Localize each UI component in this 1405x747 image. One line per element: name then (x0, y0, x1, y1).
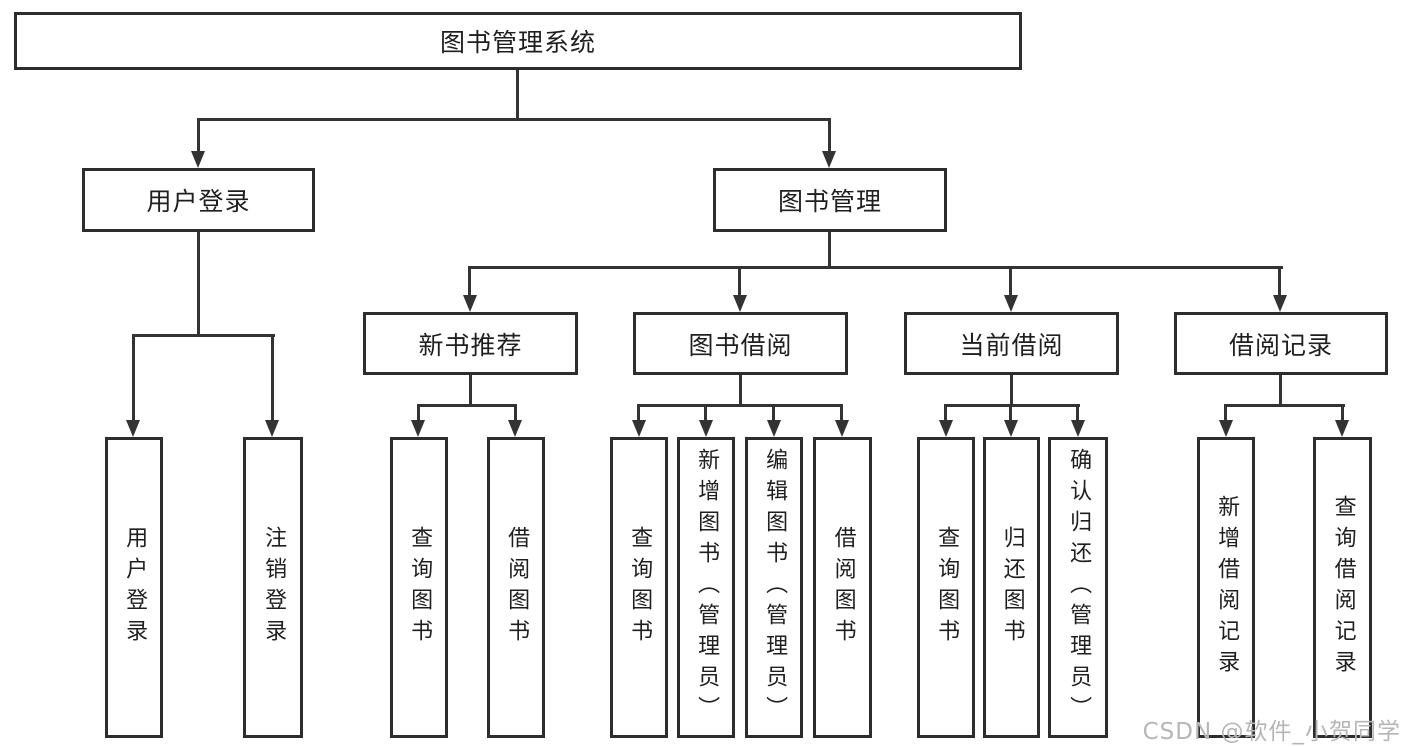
leaf-records-add-record: 新增借阅记录 (1197, 437, 1255, 738)
arrow-down-icon (1004, 420, 1018, 437)
arrow-down-icon (767, 420, 781, 437)
node-current-borrowing-label: 当前借阅 (959, 330, 1064, 360)
leaf-borrow-add-books-admin: 新增图书（管理员） (677, 437, 735, 738)
leaf-current-query-books: 查询图书 (917, 437, 975, 738)
arrow-down-icon (1273, 295, 1287, 312)
arrow-down-icon (1071, 420, 1085, 437)
connector-line (1009, 266, 1012, 298)
connector-line (132, 334, 135, 421)
node-current-borrowing: 当前借阅 (904, 312, 1119, 375)
arrow-down-icon (699, 420, 713, 437)
connector-line (417, 404, 420, 421)
connector-line (417, 404, 517, 407)
leaf-borrow-query-books: 查询图书 (610, 437, 668, 738)
connector-line (772, 404, 775, 421)
connector-line (468, 266, 471, 298)
leaf-borrow-query-books-label: 查询图书 (627, 525, 653, 650)
leaf-recommend-borrow-books: 借阅图书 (487, 437, 545, 738)
leaf-logout-label: 注销登录 (261, 525, 287, 650)
arrow-down-icon (835, 420, 849, 437)
node-book-management-label: 图书管理 (777, 187, 882, 216)
connector-line (840, 404, 843, 421)
connector-line (197, 118, 831, 121)
leaf-records-add-record-label: 新增借阅记录 (1214, 494, 1240, 681)
connector-line (271, 334, 274, 421)
arrow-down-icon (508, 420, 522, 437)
leaf-borrow-borrow-books-label: 借阅图书 (830, 525, 856, 650)
node-borrowing-records-label: 借阅记录 (1228, 330, 1333, 360)
node-user-login: 用户登录 (82, 168, 315, 232)
leaf-borrow-edit-books-admin-label: 编辑图书（管理员） (762, 448, 788, 727)
connector-line (1224, 404, 1227, 421)
node-book-borrowing-label: 图书借阅 (688, 330, 793, 360)
connector-line (468, 266, 1283, 269)
arrow-down-icon (411, 420, 425, 437)
leaf-records-query-record: 查询借阅记录 (1313, 437, 1372, 738)
connector-line (197, 232, 200, 336)
connector-line (1010, 375, 1013, 406)
connector-line (704, 404, 707, 421)
watermark: CSDN @软件_小贺同学 (1142, 719, 1401, 745)
connector-line (514, 404, 517, 421)
connector-line (637, 404, 640, 421)
node-root: 图书管理系统 (14, 12, 1022, 70)
node-borrowing-records: 借阅记录 (1174, 312, 1388, 375)
node-user-login-label: 用户登录 (146, 187, 251, 216)
leaf-recommend-query-books: 查询图书 (390, 437, 448, 738)
leaf-user-login: 用户登录 (105, 437, 163, 738)
leaf-borrow-edit-books-admin: 编辑图书（管理员） (745, 437, 803, 738)
leaf-current-confirm-return-admin-label: 确认归还（管理员） (1066, 448, 1092, 727)
node-book-management: 图书管理 (713, 168, 947, 232)
connector-line (739, 375, 742, 406)
node-new-book-recommendation: 新书推荐 (363, 312, 578, 375)
leaf-records-query-record-label: 查询借阅记录 (1330, 494, 1356, 681)
leaf-current-query-books-label: 查询图书 (934, 525, 960, 650)
leaf-logout: 注销登录 (243, 437, 303, 738)
arrow-down-icon (191, 151, 205, 168)
connector-line (1278, 266, 1281, 298)
arrow-down-icon (733, 295, 747, 312)
connector-line (944, 404, 947, 421)
connector-line (516, 70, 519, 118)
connector-line (197, 118, 200, 152)
connector-line (1279, 375, 1282, 406)
connector-line (132, 334, 275, 337)
arrow-down-icon (463, 295, 477, 312)
connector-line (1224, 404, 1345, 407)
connector-line (1076, 404, 1079, 421)
arrow-down-icon (822, 151, 836, 168)
arrow-down-icon (939, 420, 953, 437)
arrow-down-icon (126, 420, 140, 437)
leaf-current-return-books: 归还图书 (983, 437, 1040, 738)
arrow-down-icon (1335, 420, 1349, 437)
arrow-down-icon (1219, 420, 1233, 437)
connector-line (1341, 404, 1344, 421)
leaf-borrow-add-books-admin-label: 新增图书（管理员） (694, 448, 720, 727)
connector-line (828, 118, 831, 152)
leaf-current-confirm-return-admin: 确认归还（管理员） (1048, 437, 1108, 738)
node-root-label: 图书管理系统 (439, 28, 596, 57)
leaf-recommend-borrow-books-label: 借阅图书 (504, 525, 530, 650)
node-new-book-recommendation-label: 新书推荐 (418, 330, 523, 360)
node-book-borrowing: 图书借阅 (633, 312, 848, 375)
connector-line (738, 266, 741, 298)
leaf-borrow-borrow-books: 借阅图书 (813, 437, 872, 738)
arrow-down-icon (632, 420, 646, 437)
connector-line (469, 375, 472, 406)
leaf-current-return-books-label: 归还图书 (999, 525, 1025, 650)
arrow-down-icon (265, 420, 279, 437)
leaf-recommend-query-books-label: 查询图书 (407, 525, 433, 650)
connector-line (1009, 404, 1012, 421)
connector-line (637, 404, 843, 407)
connector-line (828, 232, 831, 268)
leaf-user-login-label: 用户登录 (122, 525, 148, 650)
arrow-down-icon (1004, 295, 1018, 312)
connector-line (944, 404, 1080, 407)
